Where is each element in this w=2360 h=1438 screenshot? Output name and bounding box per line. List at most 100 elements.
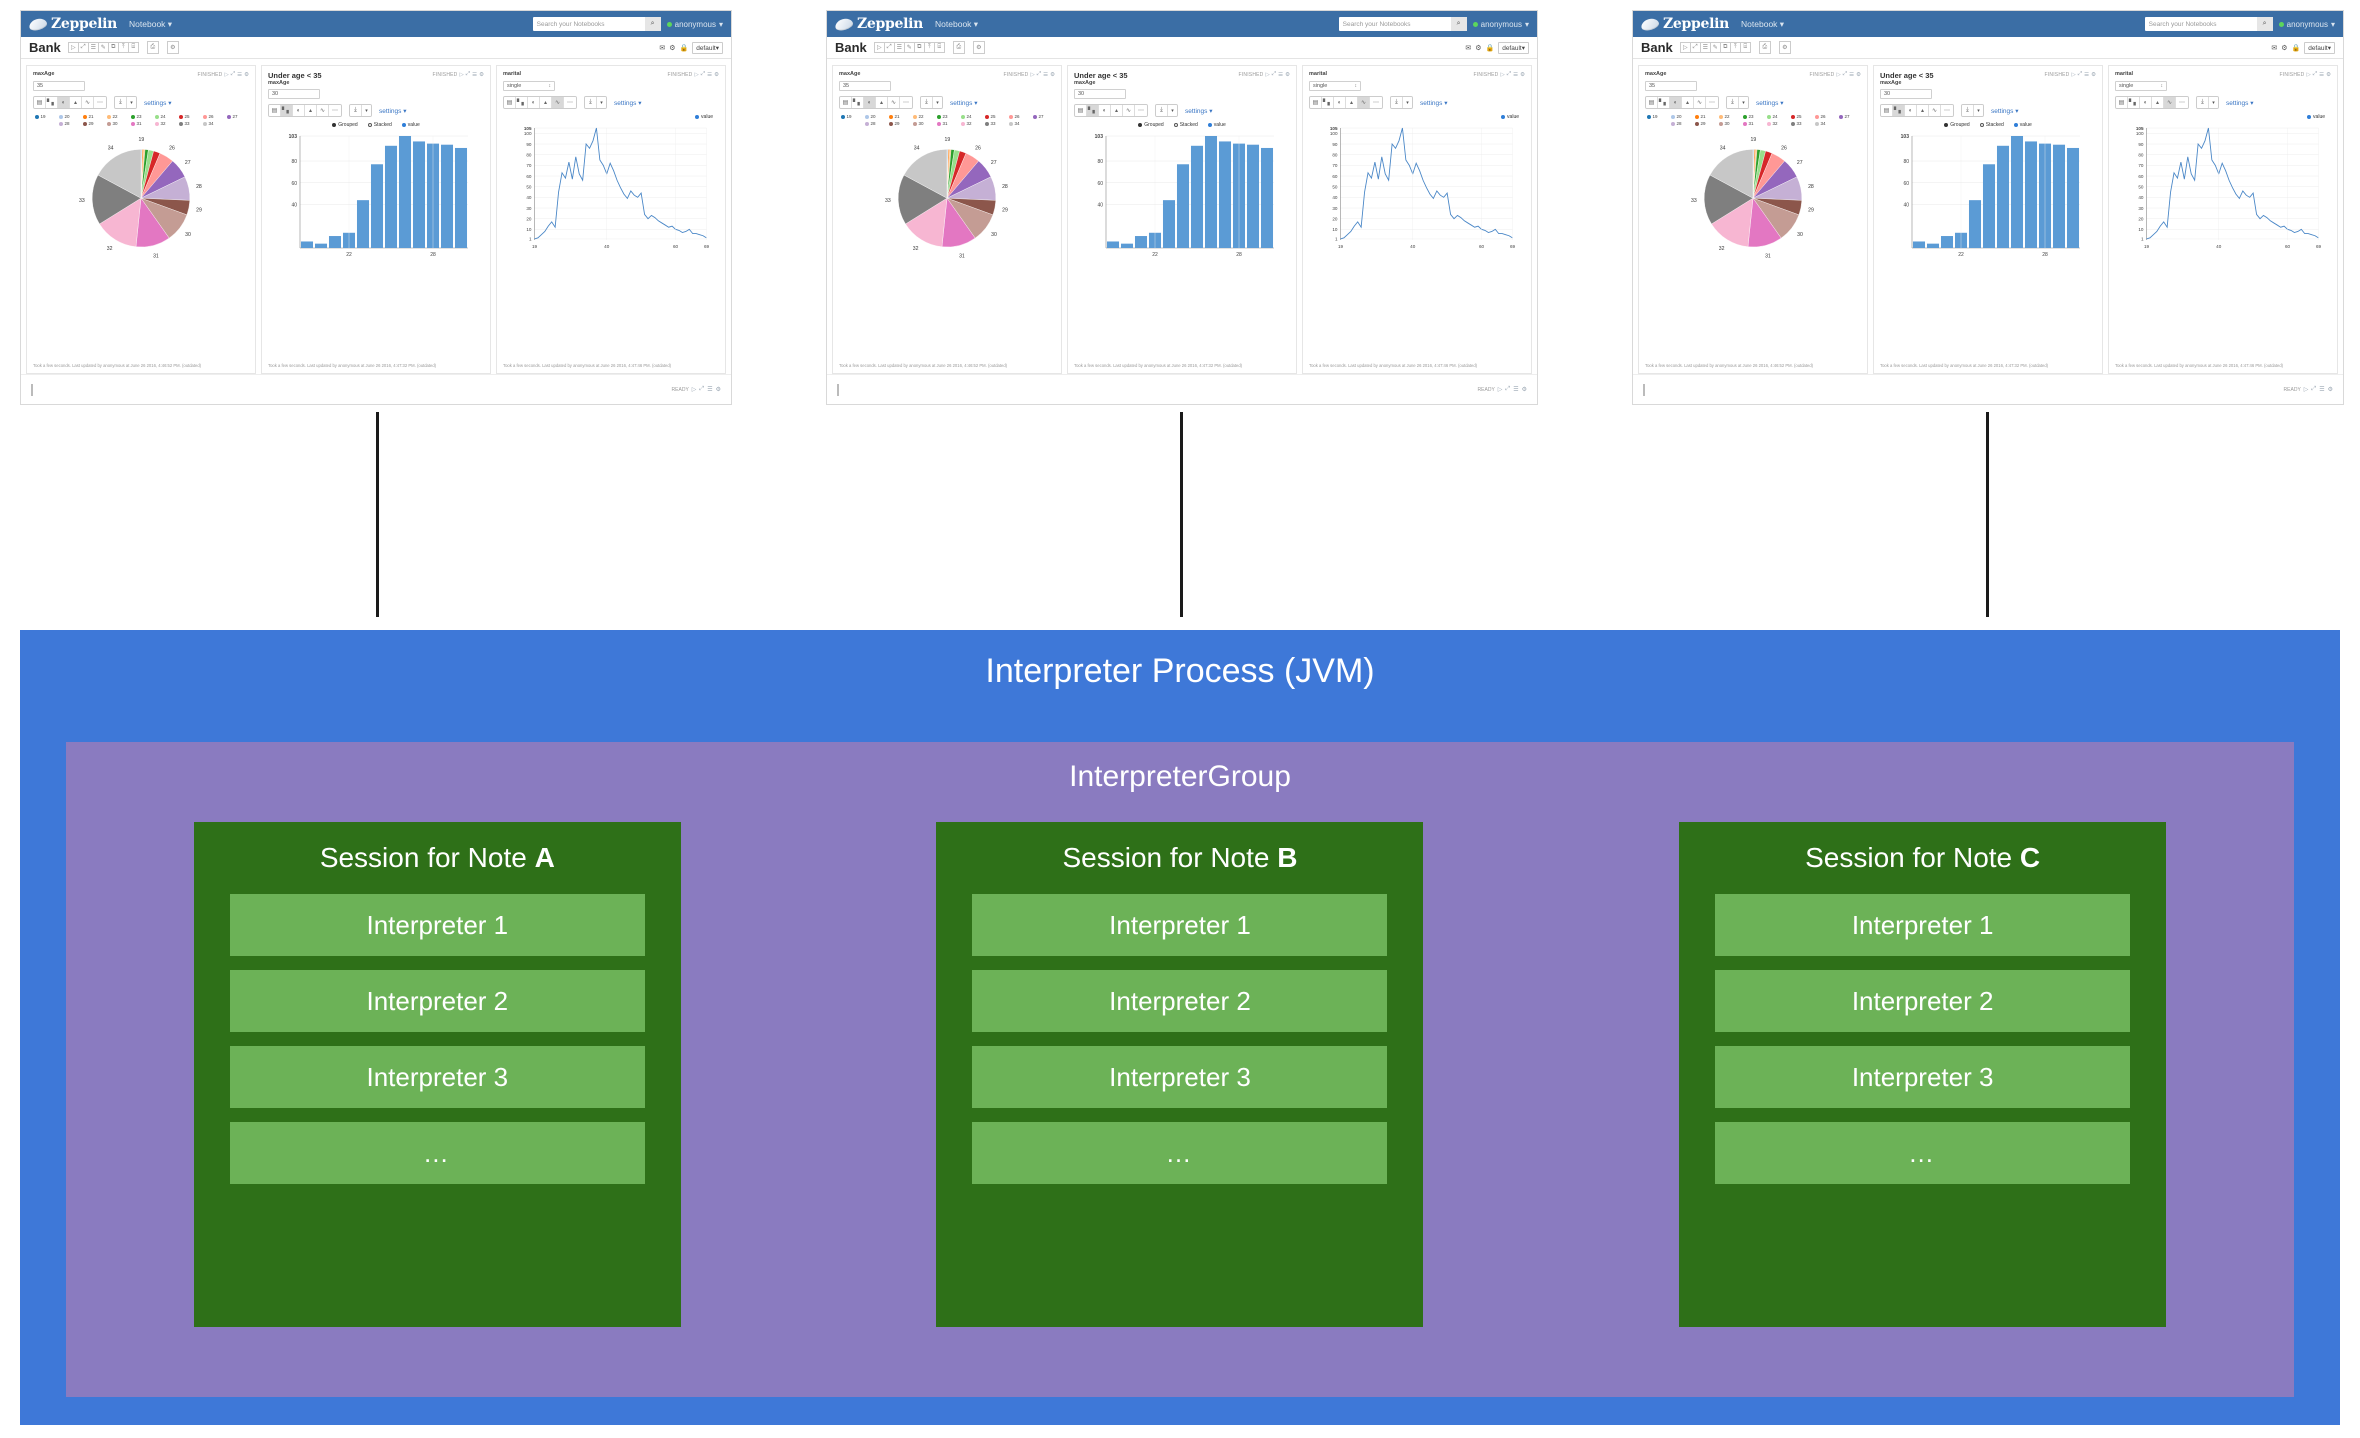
toggle-editor-icon[interactable]: ☰ [1849,71,1855,78]
legend-item[interactable]: 24 [155,114,175,119]
bar-chart-icon[interactable]: ▘▖ [852,97,864,108]
legend-item[interactable]: 21 [1695,114,1715,119]
scatter-chart-icon[interactable]: ⋯ [2176,97,2188,108]
table-chart-icon[interactable]: ▤ [1881,105,1893,116]
legend-item[interactable]: 24 [961,114,981,119]
interpreter-item-more[interactable]: … [229,1122,645,1184]
pie-chart-icon[interactable]: ◐ [1905,105,1917,116]
gear-icon[interactable]: ⚙ [669,45,676,52]
zeppelin-logo[interactable]: Zeppelin [1639,16,1729,32]
area-chart-icon[interactable]: ▴ [305,105,317,116]
note-settings-icon[interactable]: ⚙ [166,41,179,54]
line-chart-icon[interactable]: ∿ [82,97,94,108]
maxage-input[interactable]: 35 [839,81,891,91]
zeppelin-logo[interactable]: Zeppelin [27,16,117,32]
gear-icon[interactable]: ⚙ [2326,71,2331,78]
radio-grouped[interactable]: Grouped [1138,122,1164,128]
bar-chart-icon[interactable]: ▘▖ [46,97,58,108]
marital-select[interactable]: single ↕ [2115,81,2167,91]
legend-item[interactable]: 34 [1009,121,1029,126]
interpreter-binding-selector[interactable]: default▾ [2304,42,2335,54]
pie-chart-icon[interactable]: ◐ [864,97,876,108]
download-icon[interactable]: ⤓ [1727,97,1739,108]
run-paragraph-icon[interactable]: ▷ [1265,71,1270,78]
table-chart-icon[interactable]: ▤ [2116,97,2128,108]
interpreter-item[interactable]: Interpreter 3 [229,1046,645,1108]
mail-icon[interactable]: ✉ [1465,45,1472,52]
scatter-chart-icon[interactable]: ⋯ [1706,97,1718,108]
line-chart-icon[interactable]: ∿ [1929,105,1941,116]
legend-item[interactable]: 31 [1743,121,1763,126]
settings-link[interactable]: settings ▾ [950,99,977,107]
settings-link[interactable]: settings ▾ [1756,99,1783,107]
legend-item[interactable]: 27 [1839,114,1859,119]
line-chart-icon[interactable]: ∿ [1694,97,1706,108]
paragraph-line[interactable]: marital FINISHED ▷ ⤢ ☰ ⚙ single ↕ ▤ [1302,65,1532,374]
new-paragraph-cursor[interactable] [1643,383,1645,396]
paragraph-bar[interactable]: Under age < 35 FINISHED ▷ ⤢ ☰ ⚙ maxAge 3… [261,65,491,374]
pie-chart-icon[interactable]: ◐ [528,97,540,108]
nav-notebook-menu[interactable]: Notebook ▾ [935,19,978,30]
search-icon[interactable]: ⌕ [644,17,661,31]
gear-icon[interactable]: ⚙ [714,71,719,78]
paragraph-bar[interactable]: Under age < 35 FINISHED ▷ ⤢ ☰ ⚙ maxAge 3… [1873,65,2103,374]
line-chart-icon[interactable]: ∿ [2164,97,2176,108]
legend-item[interactable]: 33 [179,121,199,126]
legend-item[interactable]: 22 [913,114,933,119]
legend-item[interactable]: 21 [889,114,909,119]
expand-icon[interactable]: ⤢ [700,71,706,77]
legend-item[interactable]: 32 [155,121,175,126]
expand-icon[interactable]: ⤢ [2312,71,2318,77]
legend-item[interactable]: 19 [35,114,55,119]
download-icon[interactable]: ⤓ [1391,97,1403,108]
download-icon[interactable]: ⤓ [921,97,933,108]
legend-item[interactable]: 32 [1767,121,1787,126]
pie-chart-icon[interactable]: ◐ [1670,97,1682,108]
legend-item[interactable]: 29 [889,121,909,126]
chevron-down-icon[interactable]: ▾ [1403,97,1412,108]
scatter-chart-icon[interactable]: ⋯ [564,97,576,108]
legend-series-value[interactable]: value [1501,114,1519,120]
maxage-input[interactable]: 30 [268,89,320,99]
expand-icon[interactable]: ⤢ [2077,71,2083,77]
legend-item[interactable]: 25 [1791,114,1811,119]
line-chart-icon[interactable]: ∿ [1123,105,1135,116]
line-chart-icon[interactable]: ∿ [1358,97,1370,108]
page-title[interactable]: Bank [29,40,61,55]
radio-grouped[interactable]: Grouped [1944,122,1970,128]
table-chart-icon[interactable]: ▤ [1075,105,1087,116]
scatter-chart-icon[interactable]: ⋯ [1370,97,1382,108]
settings-link[interactable]: settings ▾ [1185,107,1212,115]
search-input[interactable]: Search your Notebooks ⌕ [532,17,661,31]
nav-notebook-menu[interactable]: Notebook ▾ [129,19,172,30]
note-settings-icon[interactable]: ⚙ [1778,41,1791,54]
search-icon[interactable]: ⌕ [1450,17,1467,31]
run-paragraph-icon[interactable]: ▷ [2303,387,2309,393]
gear-icon[interactable]: ⚙ [479,71,484,78]
toggle-editor-icon[interactable]: ☰ [237,71,243,78]
legend-item[interactable]: 20 [865,114,885,119]
paragraph-pie[interactable]: maxAge FINISHED ▷ ⤢ ☰ ⚙ 35 ▤ ▘▖ ◐ [1638,65,1868,374]
settings-link[interactable]: settings ▾ [1420,99,1447,107]
chevron-down-icon[interactable]: ▾ [362,105,371,116]
page-title[interactable]: Bank [835,40,867,55]
legend-item[interactable]: 23 [1743,114,1763,119]
run-paragraph-icon[interactable]: ▷ [691,387,697,393]
nav-notebook-menu[interactable]: Notebook ▾ [1741,19,1784,30]
maxage-input[interactable]: 35 [33,81,85,91]
bar-chart-icon[interactable]: ▘▖ [1658,97,1670,108]
toggle-editor-icon[interactable]: ☰ [472,71,478,78]
area-chart-icon[interactable]: ▴ [1111,105,1123,116]
legend-item[interactable]: 25 [179,114,199,119]
legend-series-value[interactable]: value [695,114,713,120]
user-menu[interactable]: anonymous ▾ [2278,20,2335,29]
gear-icon[interactable]: ⚙ [1856,71,1861,78]
line-chart-icon[interactable]: ∿ [888,97,900,108]
gear-icon[interactable]: ⚙ [2281,45,2288,52]
maxage-input[interactable]: 35 [1645,81,1697,91]
legend-item[interactable]: 26 [1815,114,1835,119]
maxage-input[interactable]: 30 [1074,89,1126,99]
bar-chart-icon[interactable]: ▘▖ [1322,97,1334,108]
pie-chart-icon[interactable]: ◐ [58,97,70,108]
legend-item[interactable]: 26 [1009,114,1029,119]
